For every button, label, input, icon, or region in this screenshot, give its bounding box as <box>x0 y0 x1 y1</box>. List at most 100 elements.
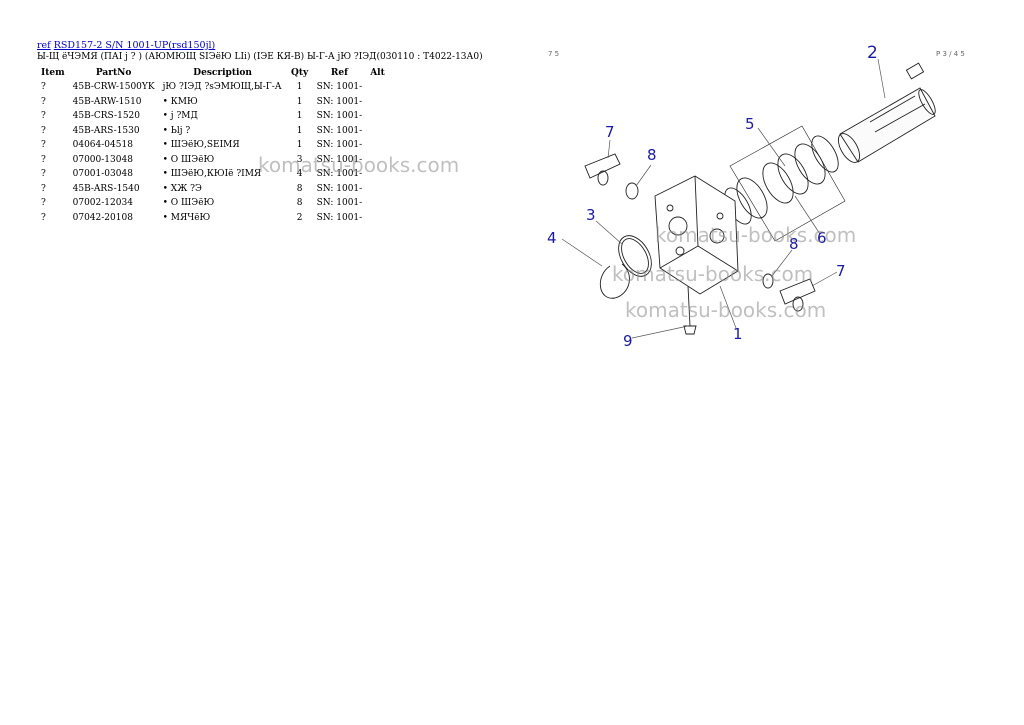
cell-alt <box>366 167 389 182</box>
callout-label: 7 <box>836 262 846 280</box>
table-row: ? 45B-ARS-1540 • ХЖ ?Э 8 SN: 1001- <box>37 182 389 197</box>
callout-label: 8 <box>789 235 799 253</box>
callout-label: 1 <box>733 325 743 343</box>
cell-qty: 4 <box>296 169 303 180</box>
cell-alt <box>366 80 389 95</box>
cell-ref: SN: 1001- <box>316 212 363 223</box>
cell-partno: 45B-ARS-1540 <box>72 183 140 194</box>
table-row: ? 45B-ARS-1530 • Ьlj ? 1 SN: 1001- <box>37 124 389 139</box>
cell-description: • О ШЭёЮ <box>162 154 215 165</box>
cell-qty: 2 <box>296 212 303 223</box>
cell-alt <box>366 153 389 168</box>
cell-qty: 1 <box>296 140 303 151</box>
cell-ref: SN: 1001- <box>316 125 363 136</box>
cell-description: • j ?МД <box>162 111 198 122</box>
screw-part <box>683 285 697 335</box>
cell-ref: SN: 1001- <box>316 111 363 122</box>
callout-label: 2 <box>867 43 878 63</box>
model-link[interactable]: RSD157-2 S/N 1001-UP(rsd150jl) <box>53 40 216 51</box>
cell-alt <box>366 138 389 153</box>
cell-qty: 1 <box>296 125 303 136</box>
cell-ref: SN: 1001- <box>316 154 363 165</box>
snap-ring-part <box>600 263 630 299</box>
cell-qty: 3 <box>296 154 303 165</box>
table-row: ? 07002-12034 • О ШЭёЮ 8 SN: 1001- <box>37 196 389 211</box>
callout-label: 7 <box>605 123 615 141</box>
plug-part <box>762 273 774 289</box>
cell-ref: SN: 1001- <box>316 169 363 180</box>
cell-description: • КМЮ <box>162 96 198 107</box>
cell-alt <box>366 196 389 211</box>
cell-item: ? <box>41 183 46 194</box>
col-alt: Alt <box>370 68 385 78</box>
plug-part <box>625 182 639 200</box>
cell-item: ? <box>41 82 46 93</box>
housing-block <box>654 175 739 295</box>
table-row: ? 07042-20108 • МЯЧёЮ 2 SN: 1001- <box>37 211 389 226</box>
fitting-part <box>779 278 816 312</box>
cell-item: ? <box>41 154 46 165</box>
table-header-row: Item PartNo Description Qty Ref Alt <box>37 66 389 80</box>
cell-item: ? <box>41 125 46 136</box>
cell-item: ? <box>41 212 46 223</box>
diagram-corner-left: 7 5 <box>548 50 559 58</box>
cell-ref: SN: 1001- <box>316 82 363 93</box>
cell-partno: 45B-CRS-1520 <box>72 111 141 122</box>
callout-label: 9 <box>623 332 633 350</box>
exploded-parts-diagram: 7 8 3 4 5 6 2 8 7 9 1 7 5 P 3 / 4 5 <box>547 43 965 350</box>
callout-label: 5 <box>745 115 755 133</box>
diagram-corner-right: P 3 / 4 5 <box>936 50 965 58</box>
cell-partno: 07000-13048 <box>72 154 133 165</box>
parts-table: Item PartNo Description Qty Ref Alt ? 45B… <box>37 66 389 225</box>
cell-item: ? <box>41 111 46 122</box>
cell-qty: 1 <box>296 111 303 122</box>
table-row: ? 45B-CRS-1520 • j ?МД 1 SN: 1001- <box>37 109 389 124</box>
cell-item: ? <box>41 198 46 209</box>
cell-item: ? <box>41 169 46 180</box>
col-partno: PartNo <box>95 68 132 78</box>
cell-description: • ХЖ ?Э <box>162 183 202 194</box>
cell-description: jЮ ?IЭД ?sЭМЮЩ,Ы-Г-А <box>162 82 282 93</box>
cell-qty: 8 <box>296 198 303 209</box>
callout-label: 8 <box>647 146 657 164</box>
cell-qty: 8 <box>296 183 303 194</box>
fitting-part <box>584 153 621 186</box>
cell-alt <box>366 124 389 139</box>
o-ring-part <box>618 235 652 277</box>
callout-label: 3 <box>586 206 596 224</box>
cell-description: • Ьlj ? <box>162 125 191 136</box>
cell-partno: 07001-03048 <box>72 169 133 180</box>
ref-link[interactable]: ref <box>37 40 51 51</box>
breadcrumb: ref RSD157-2 S/N 1001-UP(rsd150jl) <box>37 40 215 51</box>
cell-ref: SN: 1001- <box>316 140 363 151</box>
callout-label: 6 <box>817 229 827 247</box>
col-description: Description <box>193 68 252 78</box>
seal-rings <box>724 125 846 242</box>
cell-alt <box>366 211 389 226</box>
callout-label: 4 <box>547 229 557 247</box>
cell-ref: SN: 1001- <box>316 198 363 209</box>
table-row: ? 45B-CRW-1500YK jЮ ?IЭД ?sЭМЮЩ,Ы-Г-А 1 SN: … <box>37 80 389 95</box>
table-row: ? 07000-13048 • О ШЭёЮ 3 SN: 1001- <box>37 153 389 168</box>
col-qty: Qty <box>291 68 309 78</box>
cell-alt <box>366 95 389 110</box>
cell-partno: 45B-ARS-1530 <box>72 125 140 136</box>
cell-partno: 04064-04518 <box>72 140 133 151</box>
cell-description: • ШЭёЮ,SEIМЯ <box>162 140 240 151</box>
cell-partno: 07002-12034 <box>72 198 133 209</box>
cell-ref: SN: 1001- <box>316 183 363 194</box>
cell-item: ? <box>41 96 46 107</box>
cell-qty: 1 <box>296 82 303 93</box>
cell-alt <box>366 182 389 197</box>
cell-partno: 45B-ARW-1510 <box>72 96 142 107</box>
cell-description: • О ШЭёЮ <box>162 198 215 209</box>
cell-alt <box>366 109 389 124</box>
cell-partno: 07042-20108 <box>72 212 133 223</box>
cell-qty: 1 <box>296 96 303 107</box>
cell-partno: 45B-CRW-1500YK <box>72 82 155 93</box>
page-title: Ы-Щ ёЧЭМЯ (ПАI j ? ) (АЮМЮЩ SIЭёЮ LIi) (… <box>37 52 483 62</box>
cell-description: • МЯЧёЮ <box>162 212 211 223</box>
